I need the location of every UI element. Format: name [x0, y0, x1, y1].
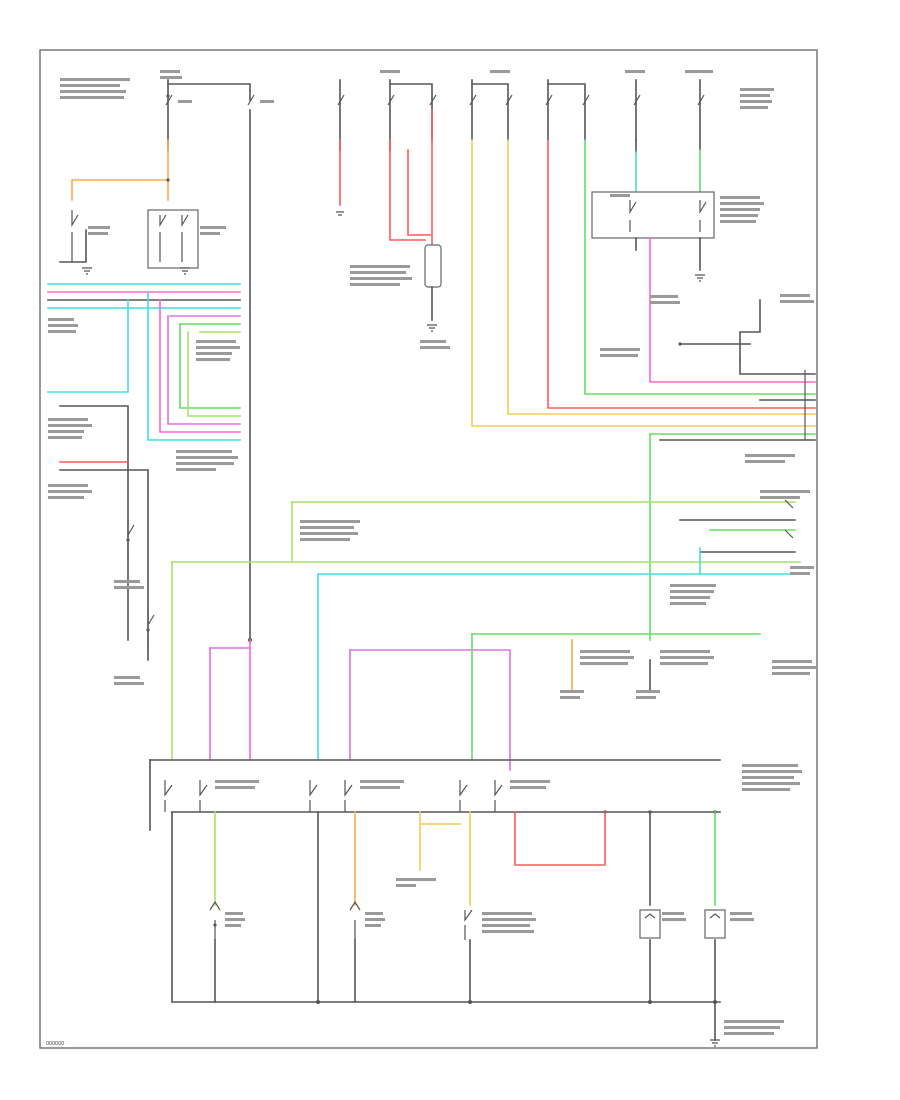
- lamp-circuits: [209, 811, 726, 940]
- lower-feeds: [209, 633, 511, 771]
- left-switch-area: [59, 109, 252, 642]
- relay-box: [424, 244, 442, 288]
- ground-symbol: [180, 267, 190, 275]
- fuse-tap-7: [633, 79, 641, 141]
- fuse-tap-1: [165, 79, 173, 151]
- fuse-taps: [165, 79, 705, 151]
- fuse-tap-2: [167, 83, 255, 106]
- switch-box: [591, 191, 715, 239]
- lamp-bulb: [349, 900, 361, 940]
- fuse-tap-8: [697, 79, 705, 151]
- right-switch-area: [591, 139, 761, 361]
- illegible-label-marks: [48, 70, 816, 1035]
- fuse-tap-3: [337, 79, 345, 151]
- middle-buses: [171, 499, 801, 761]
- diagram-frame: [39, 49, 818, 1049]
- lamp-socket: [704, 909, 726, 939]
- ground-symbol: [82, 267, 92, 275]
- fuse-tap-6: [545, 79, 590, 141]
- bottom-switch-bar: [149, 759, 721, 831]
- center-relay-module: [336, 109, 442, 332]
- lamp-bulb: [209, 900, 221, 940]
- ground-rail: [171, 811, 721, 1047]
- connector-runs: [471, 139, 816, 641]
- diagram-footer-code: 000000: [46, 1041, 64, 1047]
- left-harness-bundle: [47, 283, 241, 661]
- switch-box: [147, 209, 199, 269]
- fuse-tap-4: [387, 79, 437, 151]
- fuse-tap-5: [469, 79, 513, 141]
- lamp-socket: [639, 909, 661, 939]
